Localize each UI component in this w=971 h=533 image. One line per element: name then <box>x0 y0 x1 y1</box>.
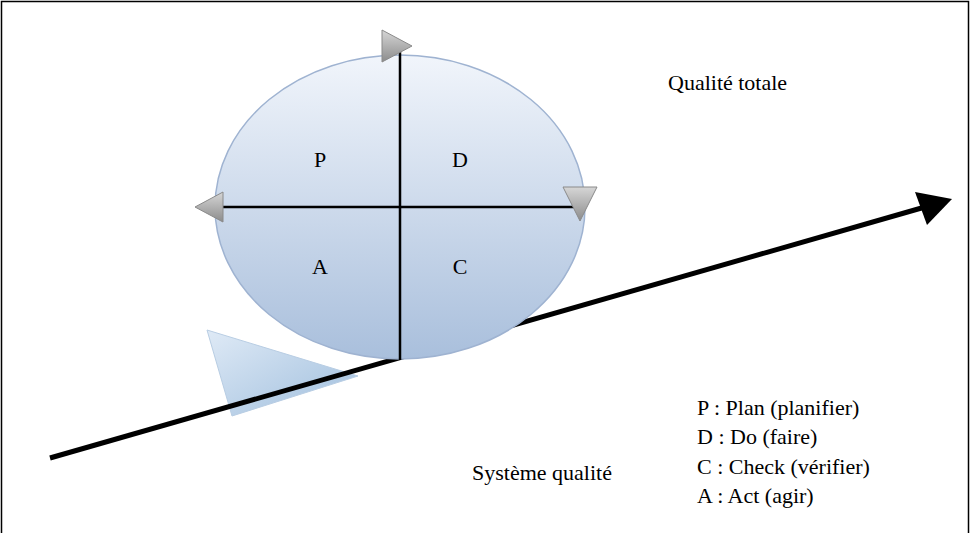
wheel-axis <box>217 206 583 209</box>
quadrant-letter: A <box>312 254 328 280</box>
rotation-arrowhead <box>382 30 412 62</box>
annotation: Qualité totale <box>668 70 787 96</box>
annotation: Système qualité <box>472 460 612 486</box>
quadrant-letter: P <box>314 147 326 173</box>
slope-arrowhead <box>915 192 952 225</box>
pdca-wheel: P D A C <box>215 55 585 360</box>
key-line: P : Plan (planifier) <box>697 395 859 421</box>
key-line: C : Check (vérifier) <box>697 454 870 480</box>
quadrant-letter: C <box>453 254 468 280</box>
wheel-axis <box>399 47 402 360</box>
quadrant-letter: D <box>452 147 468 173</box>
rotation-arrowhead <box>195 192 223 222</box>
wheel-shape <box>215 55 585 360</box>
rotation-arrowhead <box>563 187 597 221</box>
key-line: A : Act (agir) <box>697 483 814 509</box>
key-line: D : Do (faire) <box>697 424 817 450</box>
